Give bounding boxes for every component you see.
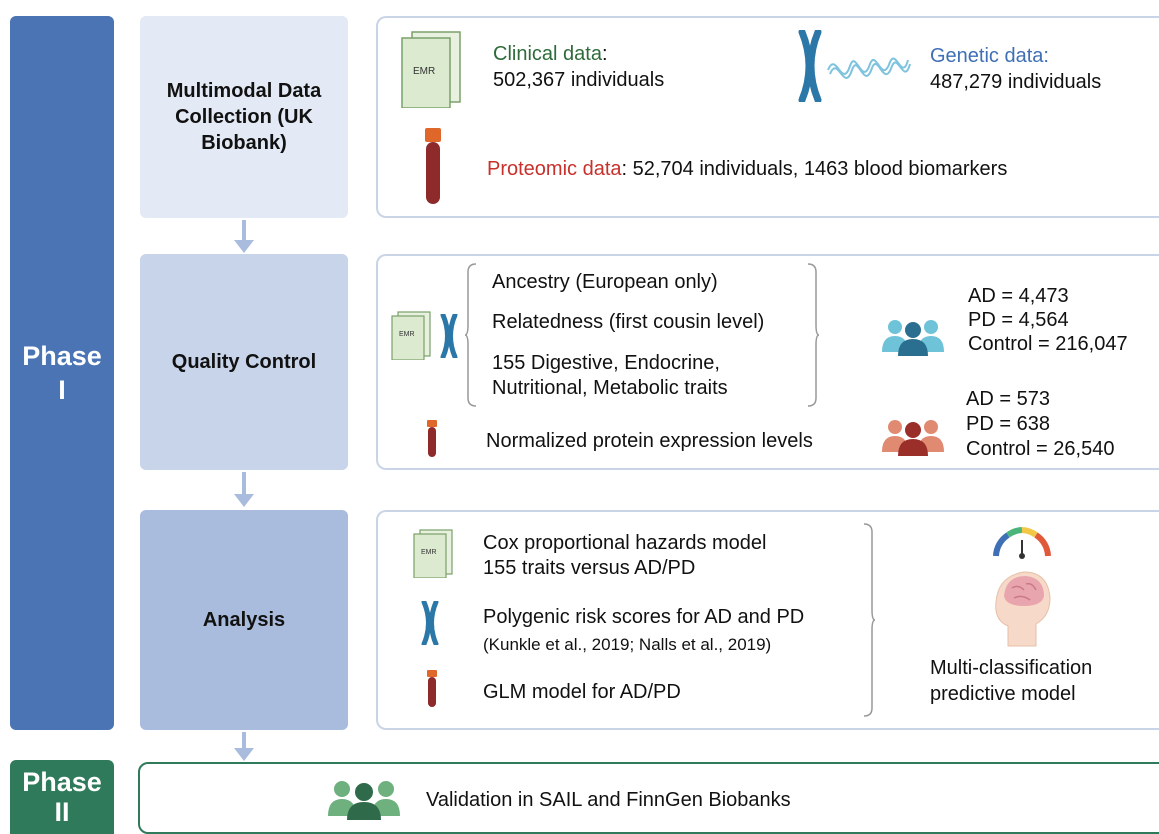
- protein-cohort-count: PD = 638: [966, 413, 1050, 435]
- proteomic-data-line: Proteomic data: 52,704 individuals, 1463…: [487, 157, 1007, 182]
- prs-line: Polygenic risk scores for AD and PD: [483, 606, 805, 628]
- validation-panel: [138, 762, 1159, 834]
- stage-data-collection: Multimodal Data Collection (UK Biobank): [140, 16, 348, 218]
- right-brace-icon: [863, 523, 876, 717]
- down-arrow-icon: [234, 220, 254, 253]
- genetic-cohort-count: PD = 4,564: [968, 309, 1069, 331]
- phase-2-bar: Phase II: [10, 760, 114, 834]
- predictive-model-line: Multi-classification: [930, 657, 1093, 679]
- validation-text: Validation in SAIL and FinnGen Biobanks: [426, 789, 791, 811]
- blood-tube-icon: [427, 420, 437, 457]
- emr-label: EMR: [399, 331, 415, 338]
- genetic-cohort-count: AD = 4,473: [968, 285, 1069, 307]
- clinical-data-value: 502,367 individuals: [493, 69, 665, 91]
- cox-model-line: Cox proportional hazards model: [483, 532, 767, 554]
- emr-label: EMR: [421, 549, 437, 556]
- genetic-data-value: 487,279 individuals: [930, 71, 1102, 93]
- people-group-icon: [882, 320, 944, 356]
- phase-1-label: Phase I: [22, 341, 102, 405]
- stage-analysis: Analysis: [140, 510, 348, 730]
- qc-protein-expression: Normalized protein expression levels: [486, 430, 813, 452]
- qc-criterion: Ancestry (European only): [492, 271, 718, 293]
- down-arrow-icon: [234, 732, 254, 761]
- head-brain-icon: [995, 571, 1051, 647]
- emr-document-icon: [391, 311, 431, 360]
- predictive-model-line: predictive model: [930, 683, 1076, 705]
- people-group-icon: [882, 420, 944, 456]
- phase-1-bar: Phase I: [10, 16, 114, 730]
- stage-quality-control-label: Quality Control: [171, 351, 317, 373]
- gauge-meter-icon: [993, 527, 1051, 559]
- data-collection-panel: [376, 16, 1159, 218]
- stage-analysis-label: Analysis: [202, 609, 286, 631]
- genetic-data-title: Genetic data: [930, 45, 1044, 67]
- stage-quality-control: Quality Control: [140, 254, 348, 470]
- right-brace-icon: [807, 263, 820, 407]
- chromosome-icon: [421, 601, 439, 645]
- chromosome-dna-icon: [798, 30, 911, 102]
- phase-2-label: Phase II: [22, 767, 102, 827]
- down-arrow-icon: [234, 472, 254, 507]
- qc-criterion: Relatedness (first cousin level): [492, 311, 765, 333]
- left-brace-icon: [464, 263, 477, 407]
- cox-model-line: 155 traits versus AD/PD: [483, 557, 696, 579]
- proteomic-data-value: : 52,704 individuals, 1463 blood biomark…: [621, 158, 1008, 180]
- genetic-cohort-count: Control = 216,047: [968, 333, 1128, 355]
- proteomic-data-title: Proteomic data: [487, 158, 622, 180]
- stage-data-collection-label: Multimodal Data Collection (UK Biobank): [166, 80, 322, 154]
- clinical-data-label: Clinical data:: [493, 43, 608, 65]
- emr-document-icon: [413, 529, 453, 578]
- blood-tube-icon: [427, 670, 437, 707]
- protein-cohort-count: Control = 26,540: [966, 438, 1115, 460]
- genetic-data-label: Genetic data:: [930, 45, 1049, 67]
- qc-criterion: 155 Digestive, Endocrine,: [492, 352, 720, 374]
- prs-citation: (Kunkle et al., 2019; Nalls et al., 2019…: [483, 635, 772, 654]
- people-group-icon: [328, 781, 400, 820]
- blood-tube-icon: [425, 128, 441, 204]
- chromosome-icon: [440, 314, 458, 358]
- emr-label: EMR: [413, 66, 436, 77]
- quality-control-panel: [376, 254, 1159, 470]
- protein-cohort-count: AD = 573: [966, 388, 1050, 410]
- emr-document-icon: [401, 31, 461, 108]
- glm-line: GLM model for AD/PD: [483, 681, 681, 703]
- qc-criterion: Nutritional, Metabolic traits: [492, 377, 728, 399]
- clinical-data-title: Clinical data: [493, 43, 602, 65]
